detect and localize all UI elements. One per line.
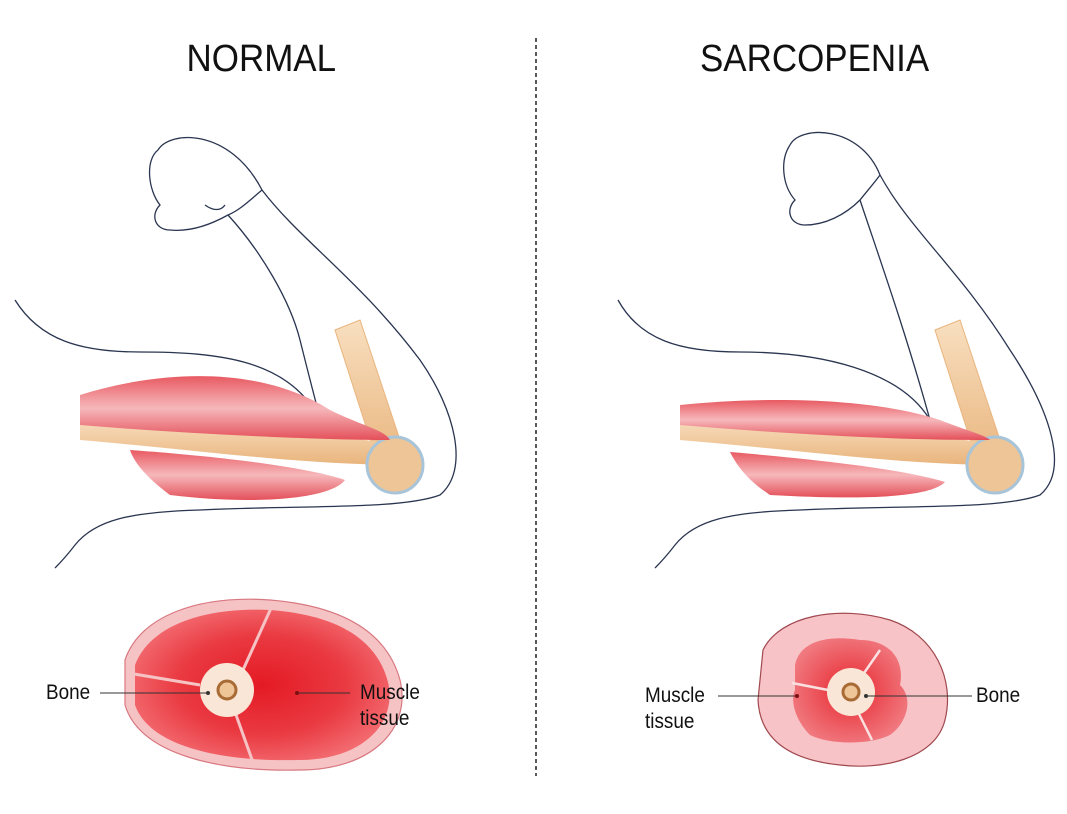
normal-muscle-label: Muscle tissue	[360, 680, 420, 732]
sarcopenia-bone-label: Bone	[976, 684, 1021, 707]
sarcopenia-arm	[617, 131, 1056, 569]
normal-title: NORMAL	[186, 38, 337, 80]
sarcopenia-title: SARCOPENIA	[699, 38, 930, 80]
normal-cross-section	[100, 598, 403, 771]
sarcopenia-cross-section	[718, 612, 972, 767]
sarcopenia-muscle-label: Muscle tissue	[645, 683, 705, 735]
normal-muscle-label-line1: Muscle	[360, 681, 420, 704]
normal-arm	[14, 136, 457, 569]
sarcopenia-muscles	[680, 400, 990, 498]
normal-muscles	[80, 376, 390, 500]
sarcopenia-muscle-label-line2: tissue	[645, 710, 695, 733]
sarcopenia-muscle-label-line1: Muscle	[645, 684, 705, 707]
normal-bone-label: Bone	[46, 681, 91, 704]
normal-muscle-label-line2: tissue	[360, 707, 410, 730]
